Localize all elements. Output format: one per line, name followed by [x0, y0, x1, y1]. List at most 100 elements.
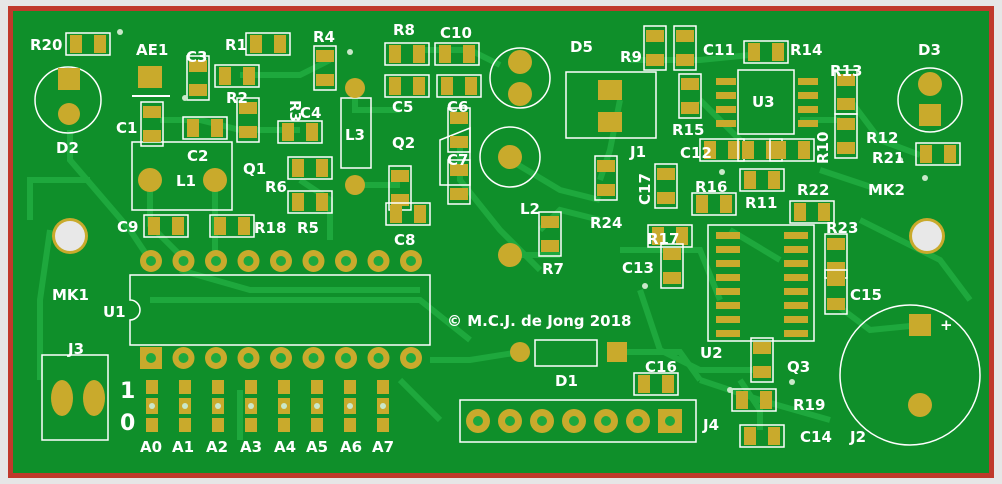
- label-u3: U3: [752, 93, 775, 111]
- smd-pad: [768, 427, 780, 445]
- smd-pad: [742, 141, 754, 159]
- smd-pad: [753, 366, 771, 378]
- jumper-pad-bottom: [377, 418, 389, 432]
- smd-pad: [837, 98, 855, 110]
- vias: [117, 29, 928, 393]
- smd-outline: [384, 42, 430, 66]
- smd-part: [384, 74, 430, 98]
- board-solder-mask: [13, 11, 989, 473]
- smd-pad: [70, 35, 82, 53]
- smd-outline: [824, 269, 848, 315]
- label-u2: U2: [700, 344, 723, 362]
- smd-pad: [681, 102, 699, 114]
- smd-part: [691, 192, 737, 216]
- u1-pins: [140, 250, 422, 369]
- smd-pad: [681, 78, 699, 90]
- smd-part: [633, 372, 679, 396]
- smd-outline: [214, 64, 260, 88]
- label-l3: L3: [345, 126, 365, 144]
- u1-pin-hole: [341, 353, 351, 363]
- smd-outline: [633, 372, 679, 396]
- label-r23: R23: [826, 219, 858, 237]
- smd-part: [140, 101, 164, 147]
- u1-pin-hole: [373, 256, 384, 266]
- smd-components: [65, 25, 961, 448]
- smd-pad: [465, 77, 477, 95]
- smd-pad: [818, 203, 830, 221]
- u3-pad: [716, 92, 736, 99]
- label-c17: C17: [636, 173, 654, 205]
- j4-pin-hole: [633, 416, 643, 426]
- u2-pad: [784, 288, 808, 295]
- label-d1: D1: [555, 372, 578, 390]
- u1-pin-hole: [373, 353, 384, 363]
- jumper-pad-top: [311, 380, 323, 394]
- smd-pad: [638, 375, 650, 393]
- u1-pin-hole: [308, 256, 319, 266]
- smd-pad: [652, 227, 664, 245]
- u2-pad: [784, 330, 808, 337]
- jumper-via: [149, 403, 155, 409]
- smd-pad: [704, 141, 716, 159]
- smd-pad: [292, 159, 304, 177]
- smd-pad: [748, 43, 760, 61]
- smd-pad: [413, 77, 425, 95]
- smd-pad: [389, 45, 401, 63]
- smd-pad: [646, 30, 664, 42]
- j4-pin-hole: [473, 416, 483, 426]
- smd-part: [834, 113, 858, 159]
- smd-outline: [143, 214, 189, 238]
- smd-pad: [239, 102, 257, 114]
- smd-part: [824, 269, 848, 315]
- smd-pad: [772, 43, 784, 61]
- smd-pad: [316, 74, 334, 86]
- label-r9: R9: [620, 48, 642, 66]
- smd-pad: [172, 217, 184, 235]
- label-r18: R18: [254, 219, 286, 237]
- smd-outline: [739, 168, 785, 192]
- ae1-pad: [138, 66, 162, 88]
- label-r6: R6: [265, 178, 287, 196]
- u2-pad: [716, 316, 740, 323]
- smd-outline: [182, 116, 228, 140]
- smd-part: [654, 163, 678, 209]
- label-r8: R8: [393, 21, 415, 39]
- smd-pad: [148, 217, 160, 235]
- smd-part: [447, 107, 471, 153]
- u1-pin-hole: [243, 256, 254, 266]
- smd-part: [182, 116, 228, 140]
- label-r22: R22: [797, 181, 829, 199]
- smd-pad: [250, 35, 262, 53]
- label-c14: C14: [800, 428, 832, 446]
- label-l2: L2: [520, 200, 540, 218]
- label-c9: C9: [117, 218, 138, 236]
- u2-pad: [784, 274, 808, 281]
- u1-pin-hole: [406, 353, 416, 363]
- u1-pin-hole: [276, 353, 286, 363]
- smd-part: [739, 168, 785, 192]
- smd-outline: [660, 243, 684, 289]
- label-jumper-zero: 0: [120, 411, 135, 436]
- polarity-plus: +: [940, 316, 953, 334]
- label-a7: A7: [372, 438, 394, 456]
- label-r24: R24: [590, 214, 622, 232]
- u2-pad: [716, 260, 740, 267]
- smd-pad: [696, 195, 708, 213]
- smd-pad: [316, 50, 334, 62]
- smd-outline: [750, 337, 774, 383]
- smd-part: [739, 424, 785, 448]
- smd-pad: [827, 262, 845, 274]
- label-c5: C5: [392, 98, 413, 116]
- jumper-via: [215, 403, 221, 409]
- smd-pad: [663, 272, 681, 284]
- smd-outline: [384, 74, 430, 98]
- jumper-pad-top: [212, 380, 224, 394]
- smd-pad: [657, 168, 675, 180]
- u1-pin-hole: [211, 353, 221, 363]
- label-r1: R1: [225, 36, 247, 54]
- smd-pad: [774, 141, 786, 159]
- jumper-pad-top: [377, 380, 389, 394]
- label-r7: R7: [542, 260, 564, 278]
- label-r4: R4: [313, 28, 335, 46]
